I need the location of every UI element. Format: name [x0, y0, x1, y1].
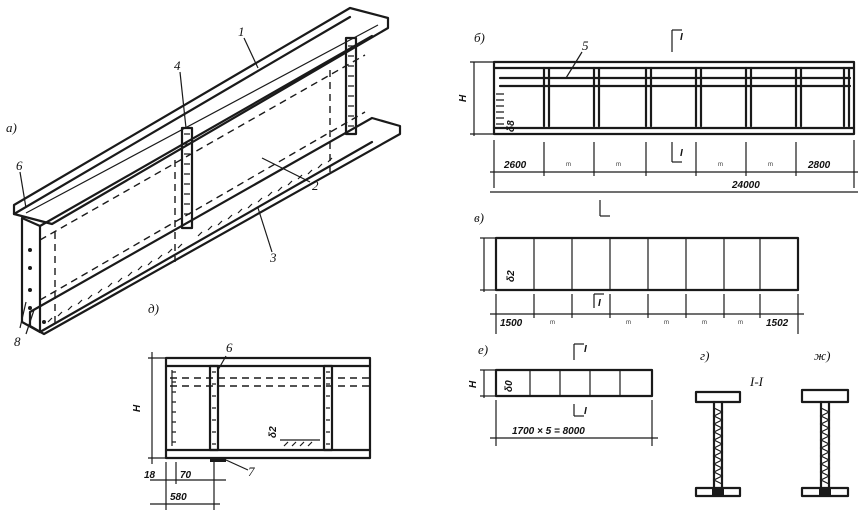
view-d-callout-7: 7	[248, 464, 255, 479]
view-v-side-mark: δ2	[506, 270, 517, 282]
view-v-dim-m1: m	[550, 320, 555, 326]
detail-view-d	[148, 352, 372, 510]
view-v-dim-m3: m	[664, 320, 669, 326]
view-b-label: б)	[474, 30, 485, 45]
view-b-dim-first: 2600	[503, 160, 527, 171]
view-b-dim-last: 2800	[807, 160, 831, 171]
end-stiffener	[344, 36, 358, 136]
view-d-inner-mark: δ2	[268, 426, 279, 438]
view-b-section-bottom: I	[680, 148, 683, 159]
view-v-dim-first: 1500	[500, 318, 523, 329]
view-b-dim-m3: m	[718, 162, 723, 168]
dim-70: 70	[180, 470, 192, 481]
view-v-section: I	[598, 298, 601, 309]
view-v-dim-m2: m	[626, 320, 631, 326]
top-flange	[12, 6, 390, 226]
callout-1: 1	[238, 24, 245, 39]
view-v-dim-m4: m	[702, 320, 707, 326]
view-e-section-bottom: I	[584, 406, 587, 417]
view-d-label: д)	[148, 301, 159, 316]
elevation-v	[480, 236, 804, 334]
dim-580: 580	[170, 492, 187, 503]
dim-18: 18	[144, 470, 156, 481]
middle-stiffener	[180, 126, 194, 230]
view-v-dim-m5: m	[738, 320, 743, 326]
view-b-dim-m1: m	[566, 162, 571, 168]
view-v-label: в)	[474, 210, 484, 225]
view-v-dim-last: 1502	[766, 318, 789, 329]
view-b-height: H	[458, 94, 469, 102]
view-e-side-mark: δ0	[504, 380, 515, 392]
view-e-height: H	[468, 380, 479, 388]
view-b-section-top: I	[680, 32, 683, 43]
view-b-side-mark: δ8	[506, 120, 517, 132]
section-zh	[800, 388, 850, 498]
callout-6: 6	[16, 158, 23, 173]
callout-2: 2	[312, 178, 319, 193]
section-title: I-I	[749, 374, 764, 389]
view-d-callout-6: 6	[226, 340, 233, 355]
elevation-b	[470, 29, 858, 217]
callout-3: 3	[269, 250, 277, 265]
view-e-dim: 1700 × 5 = 8000	[512, 426, 585, 437]
view-e-label: е)	[478, 342, 488, 357]
view-b-total: 24000	[731, 180, 760, 191]
view-b-dim-m4: m	[768, 162, 773, 168]
elevation-e	[480, 343, 658, 446]
section-g	[694, 390, 742, 498]
callout-4: 4	[174, 58, 181, 73]
view-a-label: а)	[6, 120, 17, 135]
view-b-dim-m2: m	[616, 162, 621, 168]
bottom-flange	[28, 116, 402, 336]
section-g-label: г)	[700, 348, 709, 363]
section-zh-label: ж)	[814, 348, 830, 363]
view-b-callout-5: 5	[582, 38, 589, 53]
view-d-height: H	[132, 404, 143, 412]
callout-8: 8	[14, 334, 21, 349]
isometric-beam	[12, 6, 402, 336]
view-e-section-top: I	[584, 344, 587, 355]
